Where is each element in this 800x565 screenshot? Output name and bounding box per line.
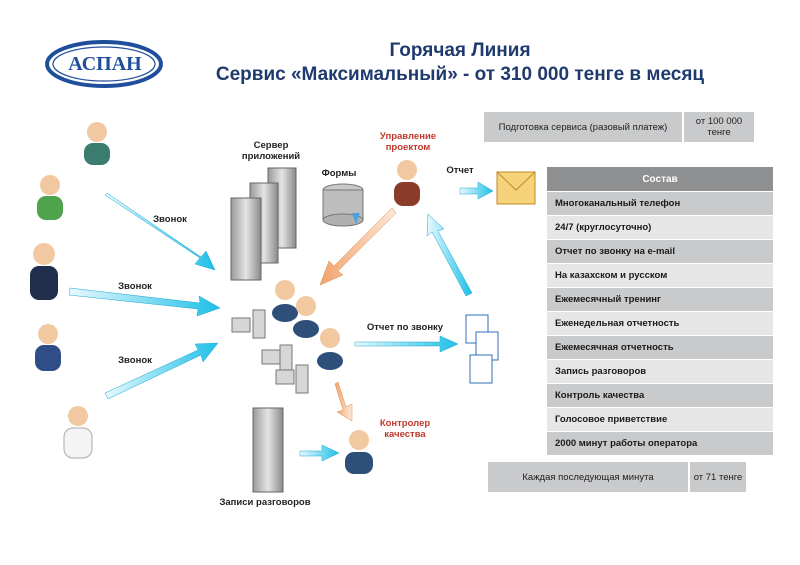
setup-price: от 100 000 тенге [684,112,754,142]
composition-row: На казахском и русском [547,263,773,287]
page-subtitle: Сервис «Максимальный» - от 310 000 тенге… [215,64,705,85]
report-documents-icon [465,314,499,384]
forms-database-icon [322,183,364,227]
call-label-2: Звонок [118,281,152,292]
page-title: Горячая Линия [389,40,531,61]
composition-row: Отчет по звонку на e-mail [547,239,773,263]
composition-row: 2000 минут работы оператора [547,431,773,455]
caller-icons [30,122,110,459]
composition-row: Еженедельная отчетность [547,311,773,335]
aspan-logo [45,40,163,88]
composition-row: Многоканальный телефон [547,191,773,215]
quality-label: Контролер качества [379,418,431,440]
management-label: Управление проектом [379,131,437,153]
composition-row: Ежемесячная отчетность [547,335,773,359]
composition-table: Состав Многоканальный телефон 24/7 (круг… [547,167,773,455]
email-envelope-icon [496,171,536,205]
workstation-computers [231,309,309,394]
call-arrows [68,181,494,462]
composition-row: Ежемесячный тренинг [547,287,773,311]
composition-row: Запись разговоров [547,359,773,383]
composition-row: 24/7 (круглосуточно) [547,215,773,239]
server-label: Сервер приложений [241,140,301,162]
composition-row: Контроль качества [547,383,773,407]
project-manager-icon [394,160,420,206]
composition-header: Состав [547,167,773,191]
application-servers [230,167,297,281]
quality-controller-icon [345,430,373,474]
per-minute-label: Каждая последующая минута [488,462,688,492]
recordings-server [252,407,284,493]
call-label-3: Звонок [118,355,152,366]
per-minute-price: от 71 тенге [690,462,746,492]
setup-label: Подготовка сервиса (разовый платеж) [484,112,682,142]
call-report-label: Отчет по звонку [366,322,444,333]
orange-arrows [319,207,397,422]
operators-icon [272,280,343,370]
report-label: Отчет [446,165,474,176]
call-label-1: Звонок [153,214,187,225]
recordings-label: Записи разговоров [219,497,311,508]
composition-row: Голосовое приветствие [547,407,773,431]
forms-label: Формы [321,168,357,179]
aspan-logo-text: АСПАН [68,53,142,75]
